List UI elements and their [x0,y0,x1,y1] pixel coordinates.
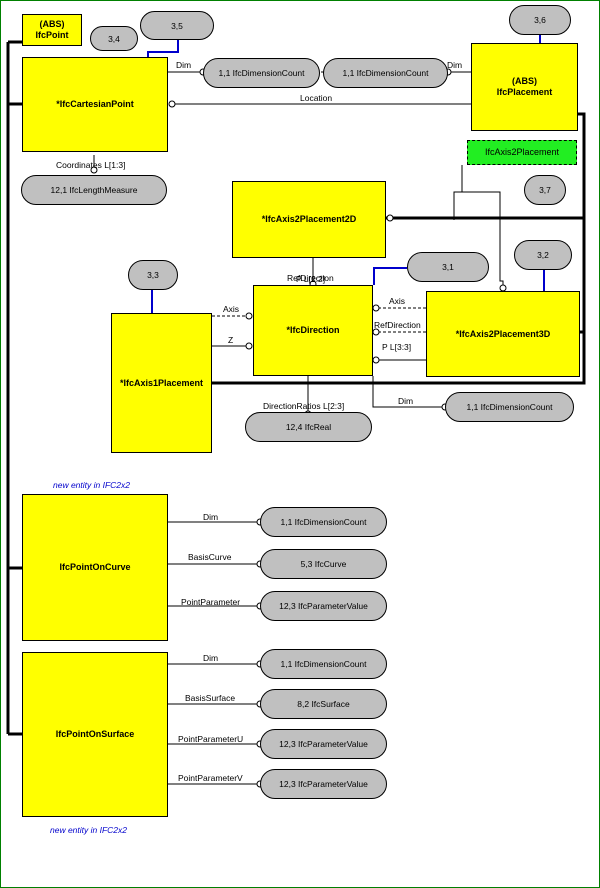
attr-basissurface: BasisSurface [185,693,236,703]
page-ref-3-1[interactable]: 3,1 [407,252,489,282]
page-ref-3-3[interactable]: 3,3 [128,260,178,290]
ifccartesianpoint-entity[interactable]: *IfcCartesianPoint [22,57,168,152]
attr-direction-ratios: DirectionRatios L[2:3] [263,401,345,411]
page-ref-3-4[interactable]: 3,4 [90,26,138,51]
page-ref-3-7[interactable]: 3,7 [524,175,566,205]
attr-pointparameteru: PointParameterU [178,734,244,744]
attr-dim-placement: Dim [447,60,463,70]
ifcpointonsurface-entity[interactable]: IfcPointOnSurface [22,652,168,817]
page-ref-3-6[interactable]: 3,6 [509,5,571,35]
note-pos-new-entity: new entity in IFC2x2 [50,825,128,835]
ifcaxis2placement2d-entity[interactable]: *IfcAxis2Placement2D [232,181,386,258]
type-dimcount-poc[interactable]: 1,1 IfcDimensionCount [260,507,387,537]
ifcdirection-entity[interactable]: *IfcDirection [253,285,373,376]
type-dimcount-placement[interactable]: 1,1 IfcDimensionCount [323,58,448,88]
type-parameter-v[interactable]: 12,3 IfcParameterValue [260,769,387,799]
ifcplacement-entity[interactable]: (ABS) IfcPlacement [471,43,578,131]
attr-axis-a1: Axis [223,304,240,314]
attr-pointparameterv: PointParameterV [178,773,243,783]
attr-dim-poc: Dim [203,512,219,522]
attr-dim-pos: Dim [203,653,219,663]
type-parameter-poc[interactable]: 12,3 IfcParameterValue [260,591,387,621]
ifcaxis2placement-select[interactable]: IfcAxis2Placement [467,140,577,165]
ifcaxis1placement-entity[interactable]: *IfcAxis1Placement [111,313,212,453]
type-dimcount-pos[interactable]: 1,1 IfcDimensionCount [260,649,387,679]
page-ref-3-2[interactable]: 3,2 [514,240,572,270]
ifcaxis2placement3d-entity[interactable]: *IfcAxis2Placement3D [426,291,580,377]
attr-basiscurve: BasisCurve [188,552,232,562]
type-dimcount-direction[interactable]: 1,1 IfcDimensionCount [445,392,574,422]
attr-refdirection-3d: RefDirection [374,320,421,330]
type-parameter-u[interactable]: 12,3 IfcParameterValue [260,729,387,759]
attr-location: Location [300,93,333,103]
note-poc-new-entity: new entity in IFC2x2 [53,480,131,490]
attr-p-2d: P L[2:2] [296,274,326,284]
attr-coordinates: Coordinates L[1:3] [56,160,126,170]
type-dimcount-cartesian[interactable]: 1,1 IfcDimensionCount [203,58,320,88]
page-ref-3-5[interactable]: 3,5 [140,11,214,40]
attr-z-a1: Z [228,335,234,345]
attr-axis-3d: Axis [389,296,406,306]
attr-p-3d: P L[3:3] [382,342,412,352]
ifcpointoncurve-entity[interactable]: IfcPointOnCurve [22,494,168,641]
type-real[interactable]: 12,4 IfcReal [245,412,372,442]
ifcpoint-entity[interactable]: (ABS) IfcPoint [22,14,82,46]
type-length-measure[interactable]: 12,1 IfcLengthMeasure [21,175,167,205]
type-curve[interactable]: 5,3 IfcCurve [260,549,387,579]
attr-dim-cartesian: Dim [176,60,192,70]
attr-pointparameter: PointParameter [181,597,241,607]
attr-refdirection-2d: RefDirection [287,273,334,283]
type-surface[interactable]: 8,2 IfcSurface [260,689,387,719]
attr-dim-direction: Dim [398,396,414,406]
